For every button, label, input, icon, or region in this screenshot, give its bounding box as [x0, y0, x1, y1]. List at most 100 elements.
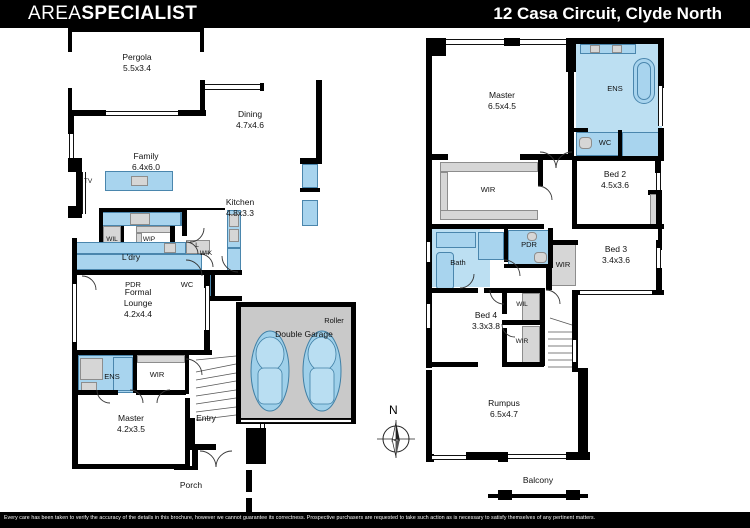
- wall: [185, 350, 189, 394]
- roller-door: [241, 419, 351, 423]
- wall: [192, 444, 198, 470]
- room-pergola: [70, 31, 200, 114]
- wall: [656, 194, 662, 240]
- sliding-door: [508, 454, 586, 459]
- shower-icon: [622, 132, 660, 158]
- label-ensuite-ground: ENS: [104, 372, 120, 381]
- wall: [540, 288, 545, 366]
- north-compass: N: [372, 403, 420, 461]
- wall: [426, 38, 432, 160]
- wall: [658, 128, 664, 160]
- wall: [656, 240, 662, 250]
- window: [656, 248, 661, 270]
- window: [205, 286, 210, 332]
- label-porch: Porch: [179, 480, 203, 490]
- brand-bold: SPECIALIST: [81, 3, 198, 24]
- wall: [502, 320, 542, 325]
- wall: [504, 38, 520, 46]
- wir-shelf: [440, 162, 538, 172]
- toilet-icon: [534, 252, 547, 263]
- wall: [426, 362, 478, 367]
- wall: [568, 72, 574, 154]
- window: [72, 284, 77, 342]
- wall: [174, 466, 198, 471]
- window-seat: [302, 164, 318, 188]
- wall: [426, 224, 544, 229]
- brand-thin: AREA: [28, 3, 82, 24]
- label-pdr-upper: PDR: [521, 240, 537, 249]
- wall: [76, 168, 82, 216]
- wall: [211, 272, 215, 298]
- wall: [72, 355, 78, 395]
- wall: [484, 288, 542, 293]
- wall: [300, 158, 322, 164]
- wall: [246, 470, 252, 492]
- label-wil-upper: WIL: [516, 301, 528, 308]
- wall: [351, 302, 356, 424]
- label-wir-bed-3: WIR: [555, 260, 571, 269]
- label-wil-ground: WIL: [106, 236, 118, 243]
- wall: [572, 38, 664, 44]
- wall: [618, 130, 622, 158]
- wall: [426, 288, 478, 293]
- wall: [466, 452, 500, 460]
- label-tv: TV: [83, 178, 93, 185]
- wall: [68, 88, 72, 114]
- window: [658, 86, 663, 126]
- wall: [72, 342, 77, 354]
- sink-icon: [131, 176, 148, 186]
- label-wir-ground: WIR: [149, 370, 165, 379]
- wall: [190, 444, 216, 450]
- room-porch: [150, 470, 260, 516]
- property-address: 12 Casa Circuit, Clyde North: [493, 4, 722, 23]
- label-laundry: L'dry: [121, 252, 141, 262]
- wall: [72, 238, 77, 272]
- wall: [178, 110, 206, 116]
- wall: [548, 228, 553, 268]
- room-bed-3: [576, 229, 658, 293]
- wall: [260, 83, 264, 91]
- wall: [572, 128, 588, 132]
- wip-shelf: [136, 226, 174, 233]
- wall: [200, 28, 204, 52]
- wall: [236, 302, 241, 424]
- footer-bar: Every care has been taken to verify the …: [0, 512, 750, 528]
- wall: [572, 294, 578, 372]
- wall: [578, 368, 588, 460]
- wall: [502, 290, 507, 314]
- window: [205, 84, 261, 90]
- room-rumpus: [432, 370, 572, 456]
- wall: [170, 226, 175, 246]
- label-wir-bed-4: WIR: [515, 338, 529, 345]
- wall: [546, 240, 578, 245]
- window: [426, 242, 431, 262]
- wall: [99, 208, 103, 270]
- window: [69, 134, 74, 160]
- wir-shelf: [137, 355, 185, 363]
- room-wc-upper: [576, 132, 620, 156]
- basin-icon: [590, 45, 600, 53]
- shower-icon: [80, 358, 103, 380]
- wall: [204, 330, 210, 354]
- wall: [72, 350, 212, 355]
- brand-logo: AREASPECIALIST: [28, 3, 197, 25]
- wall: [488, 494, 588, 498]
- label-wip: WIP: [142, 236, 156, 243]
- room-formal-lounge: [77, 275, 209, 353]
- window-seat: [302, 200, 318, 226]
- wall: [658, 38, 664, 88]
- wall: [572, 224, 664, 229]
- tv-niche: [82, 172, 86, 214]
- label-balcony: Balcony: [522, 475, 554, 485]
- wall: [502, 362, 544, 367]
- wall: [572, 161, 577, 227]
- label-linen: L: [195, 242, 199, 249]
- wall: [246, 428, 266, 464]
- wall: [426, 370, 432, 460]
